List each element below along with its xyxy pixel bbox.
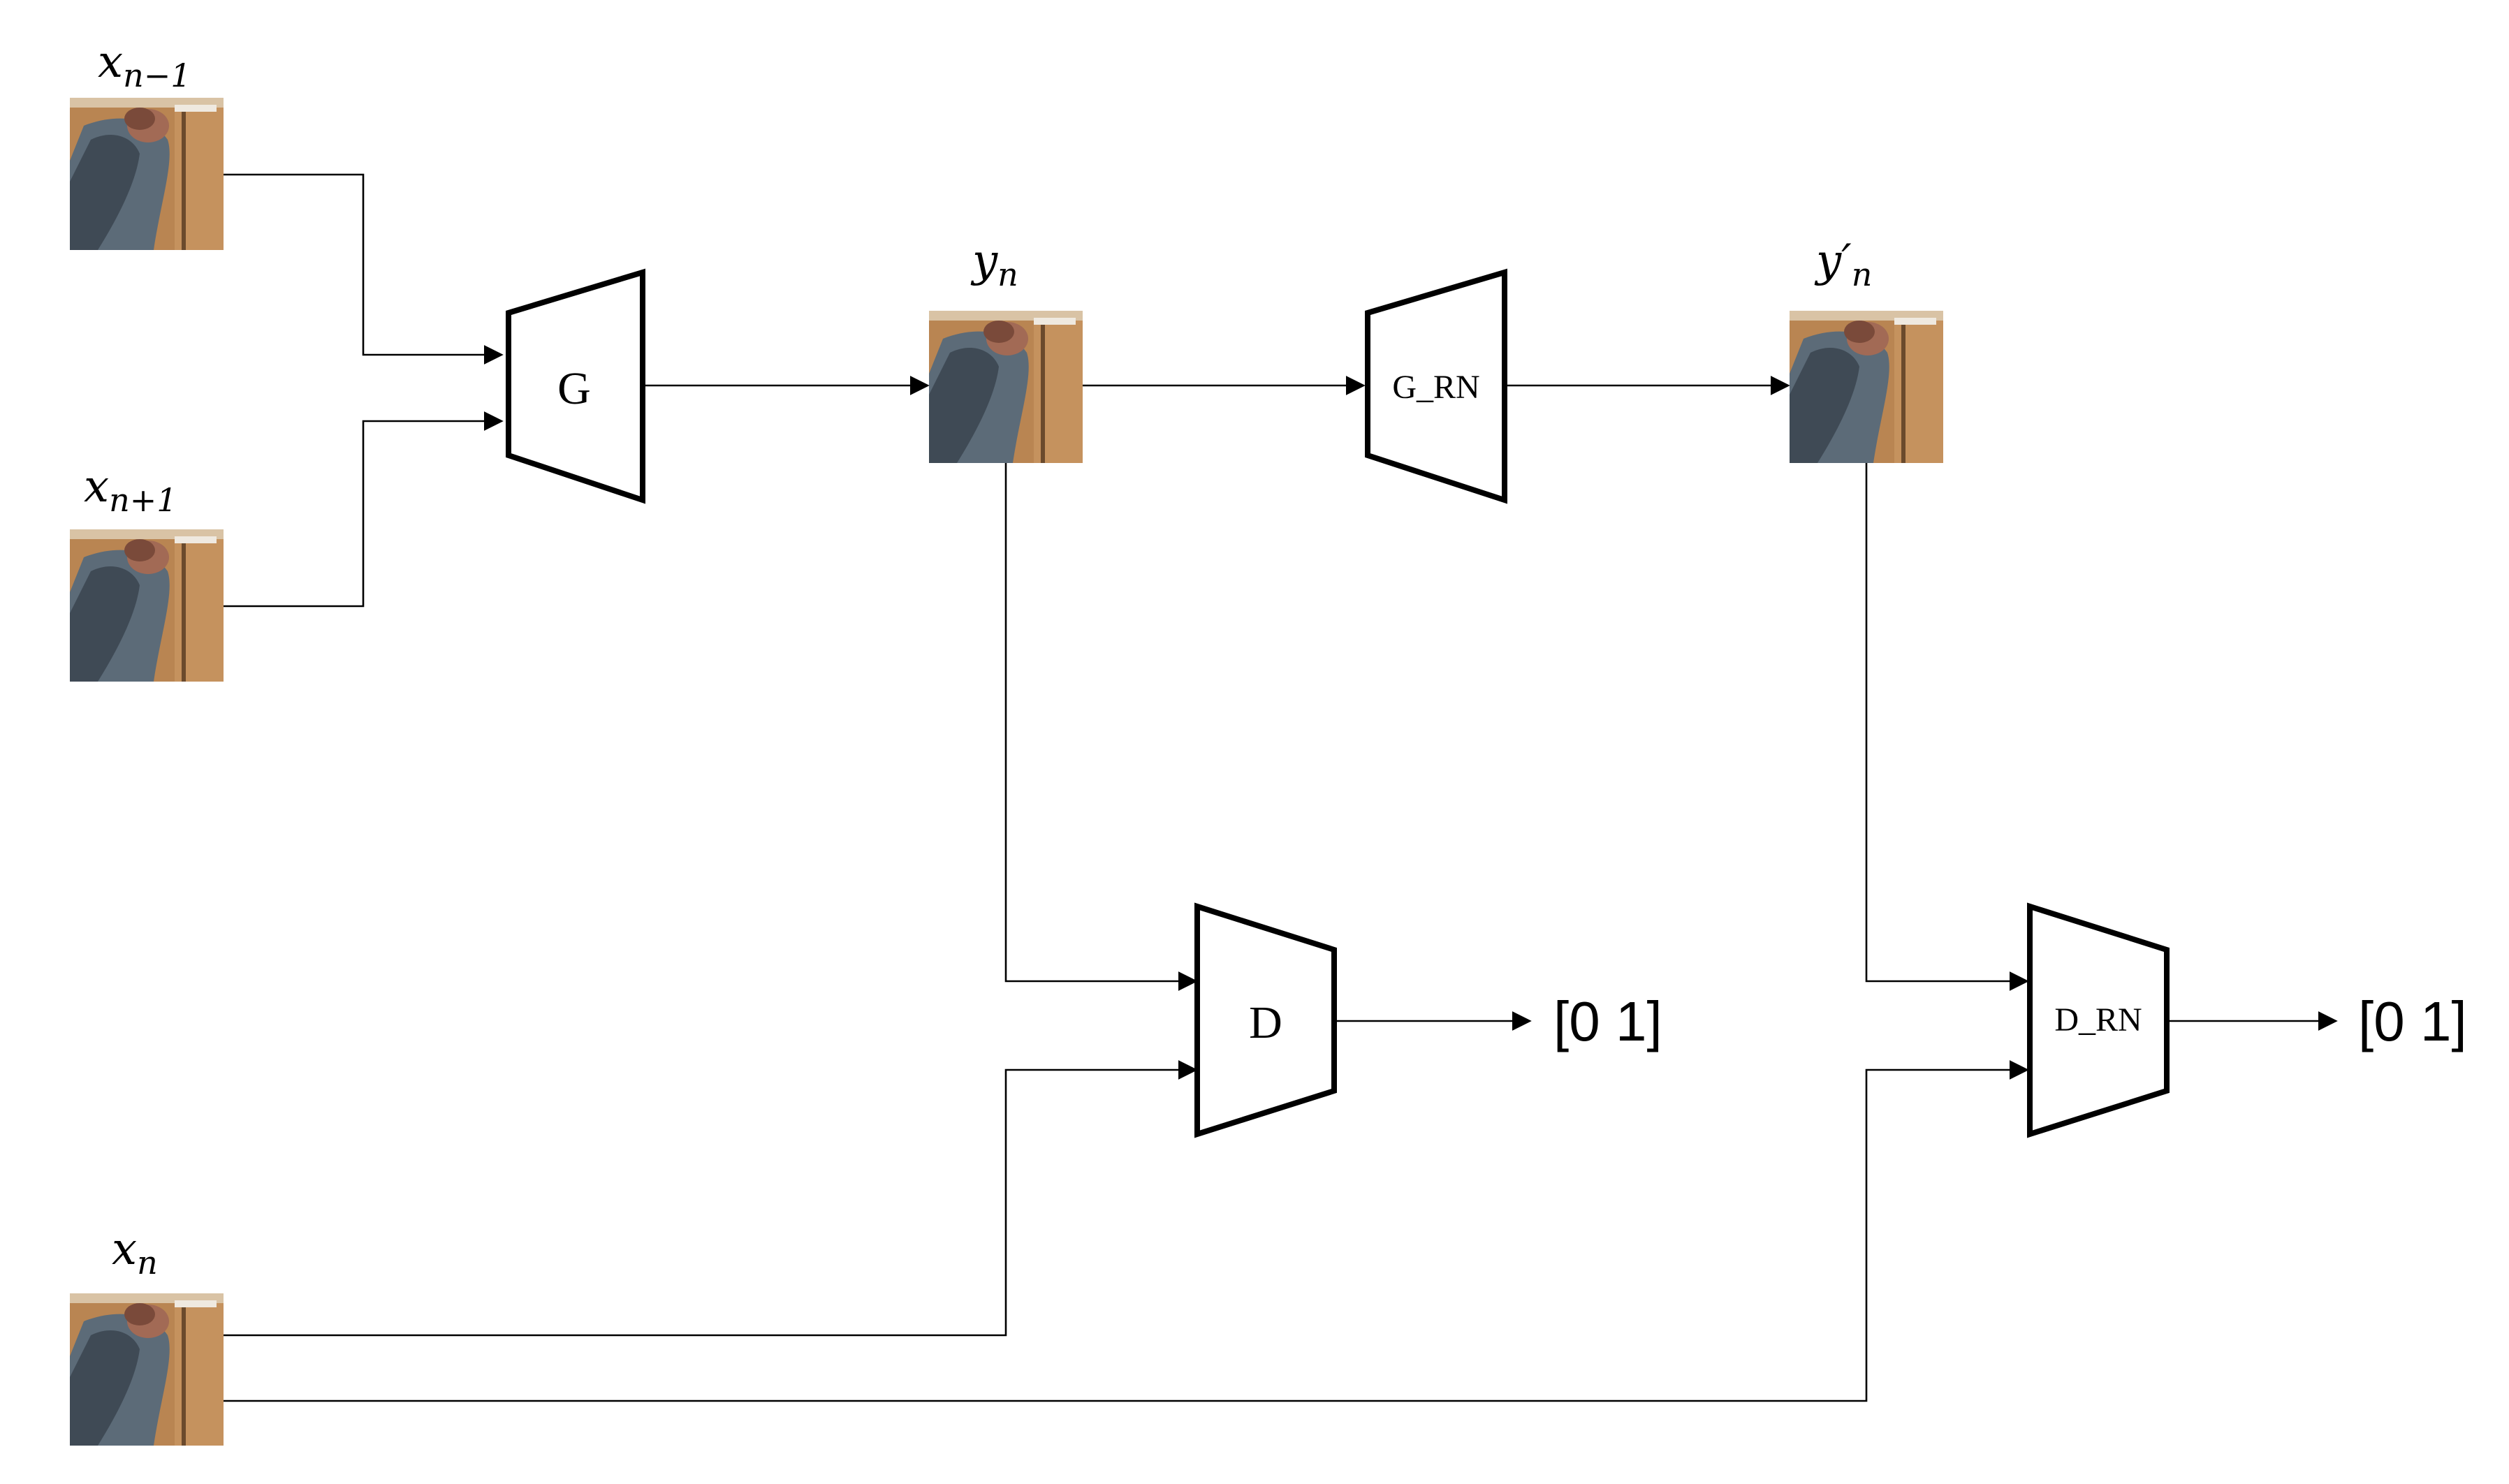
- label-refine-generator: G_RN: [1392, 369, 1479, 406]
- label-discriminator: D: [1249, 997, 1282, 1048]
- wire-y-prime-n-to-d-rn: [1865, 463, 2029, 991]
- label-y-prime-n: y′n: [1814, 235, 1872, 293]
- wire-y-n-to-d: [1004, 463, 1198, 991]
- label-x-prev: xn−1: [98, 36, 191, 94]
- block-refine-generator: [1365, 268, 1507, 504]
- frame-x-n: [70, 1293, 224, 1446]
- label-x-n: xn: [112, 1224, 158, 1281]
- wire-x-next-to-g: [224, 411, 504, 608]
- frame-x-prev: [70, 98, 224, 250]
- frame-y-n: [929, 311, 1083, 463]
- label-y-n: yn: [970, 235, 1018, 293]
- frame-y-prime-n: [1790, 311, 1943, 463]
- label-generator: G: [557, 363, 591, 414]
- wire-x-prev-to-g: [224, 173, 504, 365]
- block-discriminator: [1194, 902, 1337, 1138]
- output-d-rn: [0 1]: [2358, 990, 2467, 1052]
- output-d: [0 1]: [1553, 990, 1662, 1052]
- wire-x-n-to-d-rn: [224, 1060, 2029, 1402]
- frame-x-next: [70, 529, 224, 682]
- wire-x-n-to-d: [224, 1060, 1198, 1337]
- block-generator: [506, 268, 645, 504]
- label-refine-discriminator: D_RN: [2054, 1001, 2142, 1038]
- label-x-next: xn+1: [84, 461, 177, 519]
- block-refine-discriminator: [2027, 902, 2170, 1138]
